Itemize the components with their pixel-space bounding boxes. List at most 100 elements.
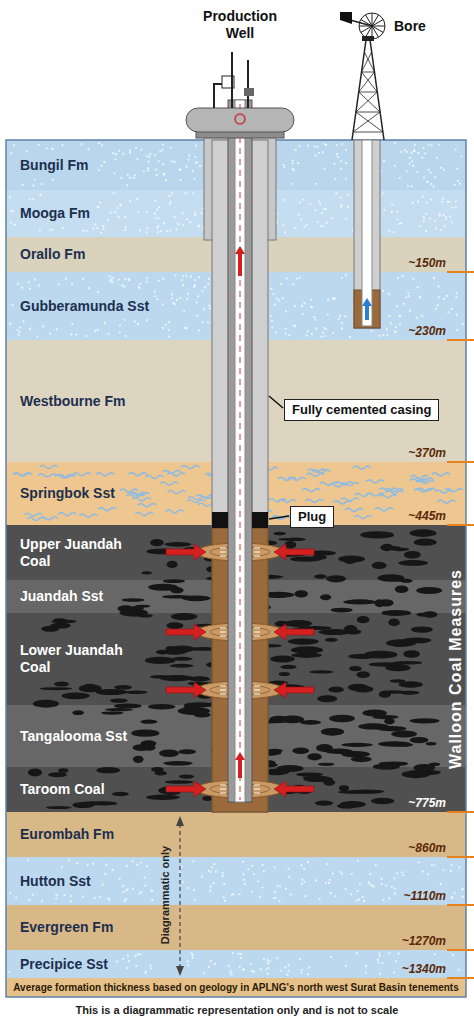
sand-dot bbox=[118, 150, 120, 152]
sand-dot bbox=[280, 970, 282, 972]
sand-dot bbox=[323, 168, 325, 170]
coal-streak bbox=[348, 654, 377, 659]
coal-streak bbox=[269, 681, 288, 685]
coal-streak bbox=[61, 692, 89, 699]
depth-label: ~1340m bbox=[402, 962, 446, 976]
sand-wave bbox=[319, 482, 337, 485]
sand-dot bbox=[402, 275, 404, 277]
sand-dot bbox=[319, 225, 321, 227]
sand-dot bbox=[328, 882, 330, 884]
windmill-hub bbox=[359, 13, 385, 39]
sand-dot bbox=[144, 884, 146, 886]
sand-dot bbox=[416, 171, 418, 173]
sand-dot bbox=[15, 897, 17, 899]
sand-dot bbox=[292, 325, 294, 327]
coal-streak bbox=[381, 690, 406, 693]
formation-band: Gubberamunda Sst bbox=[6, 272, 466, 340]
sand-dot bbox=[395, 326, 397, 328]
sand-dot bbox=[92, 863, 94, 865]
coal-streak bbox=[291, 785, 306, 791]
sand-dot bbox=[440, 883, 442, 885]
sand-dot bbox=[374, 231, 376, 233]
sand-dot bbox=[356, 952, 358, 954]
sand-dot bbox=[333, 298, 335, 300]
sand-dot bbox=[145, 971, 147, 973]
sand-dot bbox=[336, 153, 338, 155]
sand-dot bbox=[340, 206, 342, 208]
sand-wave bbox=[131, 493, 149, 496]
sand-dot bbox=[425, 213, 427, 215]
depth-label: ~1270m bbox=[402, 934, 446, 948]
coal-streak bbox=[163, 579, 185, 583]
coal-streak bbox=[377, 726, 407, 731]
coal-streak bbox=[137, 614, 153, 617]
sand-dot bbox=[242, 861, 244, 863]
sand-dot bbox=[146, 319, 148, 321]
coal-streak bbox=[211, 747, 241, 753]
sand-dot bbox=[306, 334, 308, 336]
sand-dot bbox=[345, 162, 347, 164]
sand-dot bbox=[455, 292, 457, 294]
sand-wave bbox=[244, 487, 262, 490]
sand-dot bbox=[182, 881, 184, 883]
sand-wave bbox=[167, 491, 185, 494]
sand-dot bbox=[212, 221, 214, 223]
fracture-disc bbox=[196, 681, 284, 699]
gas-flow-arrow bbox=[235, 246, 245, 276]
coal-streak bbox=[298, 626, 331, 630]
sand-dot bbox=[242, 207, 244, 209]
sand-dot bbox=[163, 173, 165, 175]
sand-dot bbox=[365, 965, 367, 967]
sand-dot bbox=[443, 298, 445, 300]
sand-dot bbox=[455, 148, 457, 150]
sand-dot bbox=[315, 328, 317, 330]
sand-dot bbox=[197, 226, 199, 228]
sand-dot bbox=[296, 277, 298, 279]
sand-dot bbox=[253, 971, 255, 973]
windmill-vane bbox=[340, 12, 352, 24]
sand-dot bbox=[182, 224, 184, 226]
coal-streak bbox=[375, 599, 385, 607]
sand-dot bbox=[158, 206, 160, 208]
coal-streak bbox=[291, 653, 321, 658]
scale-note: Diagrammatic only bbox=[158, 825, 172, 965]
depth-label: ~860m bbox=[408, 841, 446, 855]
perforation bbox=[254, 636, 260, 637]
sand-dot bbox=[276, 222, 278, 224]
coal-streak bbox=[373, 715, 399, 719]
sand-dot bbox=[314, 319, 316, 321]
sand-dot bbox=[157, 225, 159, 227]
coal-streak bbox=[328, 687, 344, 693]
sand-dot bbox=[311, 333, 313, 335]
sand-dot bbox=[41, 183, 43, 185]
sand-wave bbox=[341, 498, 359, 501]
sand-dot bbox=[75, 333, 77, 335]
sand-dot bbox=[434, 864, 436, 866]
sand-dot bbox=[212, 300, 214, 302]
sand-dot bbox=[317, 146, 319, 148]
sand-dot bbox=[162, 143, 164, 145]
sand-dot bbox=[119, 878, 121, 880]
sand-dot bbox=[29, 288, 31, 290]
sand-dot bbox=[288, 964, 290, 966]
sand-dot bbox=[451, 896, 453, 898]
sand-dot bbox=[28, 899, 30, 901]
sand-dot bbox=[139, 283, 141, 285]
sand-dot bbox=[154, 154, 156, 156]
sand-dot bbox=[187, 960, 189, 962]
sand-dot bbox=[147, 170, 149, 172]
sand-dot bbox=[166, 230, 168, 232]
formation-band: Precipice Sst bbox=[6, 950, 466, 978]
sand-dot bbox=[140, 861, 142, 863]
sand-dot bbox=[126, 865, 128, 867]
sand-dot bbox=[173, 216, 175, 218]
sand-dot bbox=[292, 283, 294, 285]
sand-dot bbox=[418, 225, 420, 227]
coal-streak bbox=[46, 806, 72, 809]
sand-dot bbox=[294, 227, 296, 229]
sand-dot bbox=[423, 176, 425, 178]
sand-dot bbox=[126, 967, 128, 969]
sand-dot bbox=[303, 881, 305, 883]
sand-dot bbox=[263, 870, 265, 872]
sand-dot bbox=[151, 899, 153, 901]
